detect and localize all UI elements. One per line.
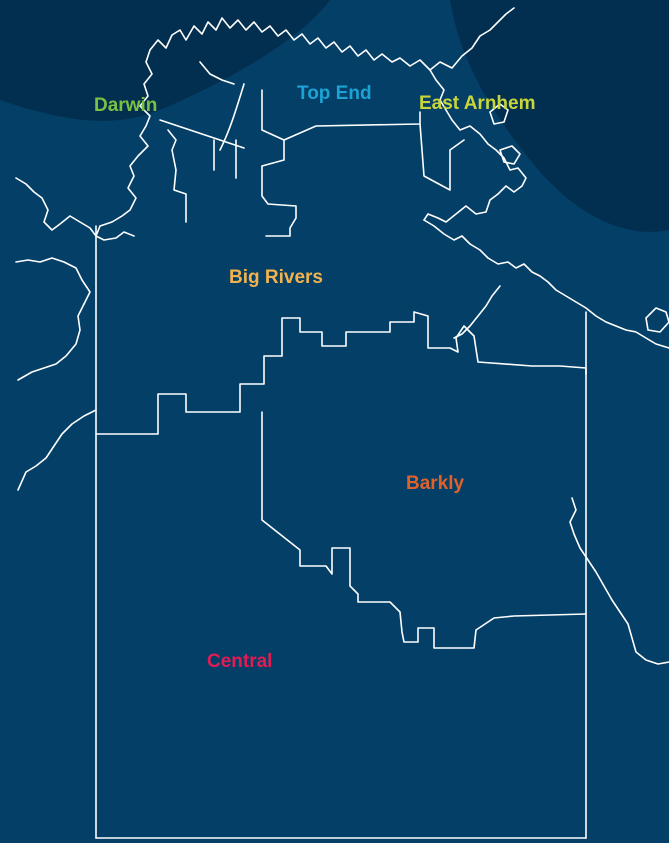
region-label-darwin: Darwin bbox=[94, 95, 158, 116]
region-label-central: Central bbox=[207, 651, 273, 672]
region-label-barkly: Barkly bbox=[406, 473, 465, 494]
coastline-north bbox=[149, 7, 515, 71]
river-gulf-inland bbox=[453, 285, 501, 339]
region-label-east-arnhem: East Arnhem bbox=[419, 93, 536, 114]
region-label-top-end: Top End bbox=[297, 83, 372, 104]
coastline-gulf-islands bbox=[645, 307, 669, 333]
river-west-2 bbox=[17, 409, 97, 491]
boundary-bigrivers-barkly bbox=[95, 311, 587, 435]
river-west-1 bbox=[15, 257, 91, 381]
coastline-islands bbox=[489, 103, 521, 165]
coastline-gulf bbox=[423, 219, 669, 349]
region-label-big-rivers: Big Rivers bbox=[229, 267, 323, 288]
river-east bbox=[569, 497, 669, 665]
boundary-topend-south bbox=[283, 111, 421, 141]
coastline-jbg bbox=[15, 177, 135, 241]
sea-shading-left bbox=[0, 0, 330, 121]
coastline-west bbox=[95, 49, 153, 237]
coastline-arnhem-east bbox=[423, 69, 527, 223]
sea-shading-right bbox=[450, 0, 669, 232]
boundary-darwin-inner bbox=[159, 61, 245, 179]
boundary-east-arnhem bbox=[419, 123, 465, 191]
boundary-topend-darwin bbox=[167, 129, 187, 223]
boundary-kakadu bbox=[219, 83, 297, 237]
boundary-barkly-central bbox=[261, 411, 587, 649]
